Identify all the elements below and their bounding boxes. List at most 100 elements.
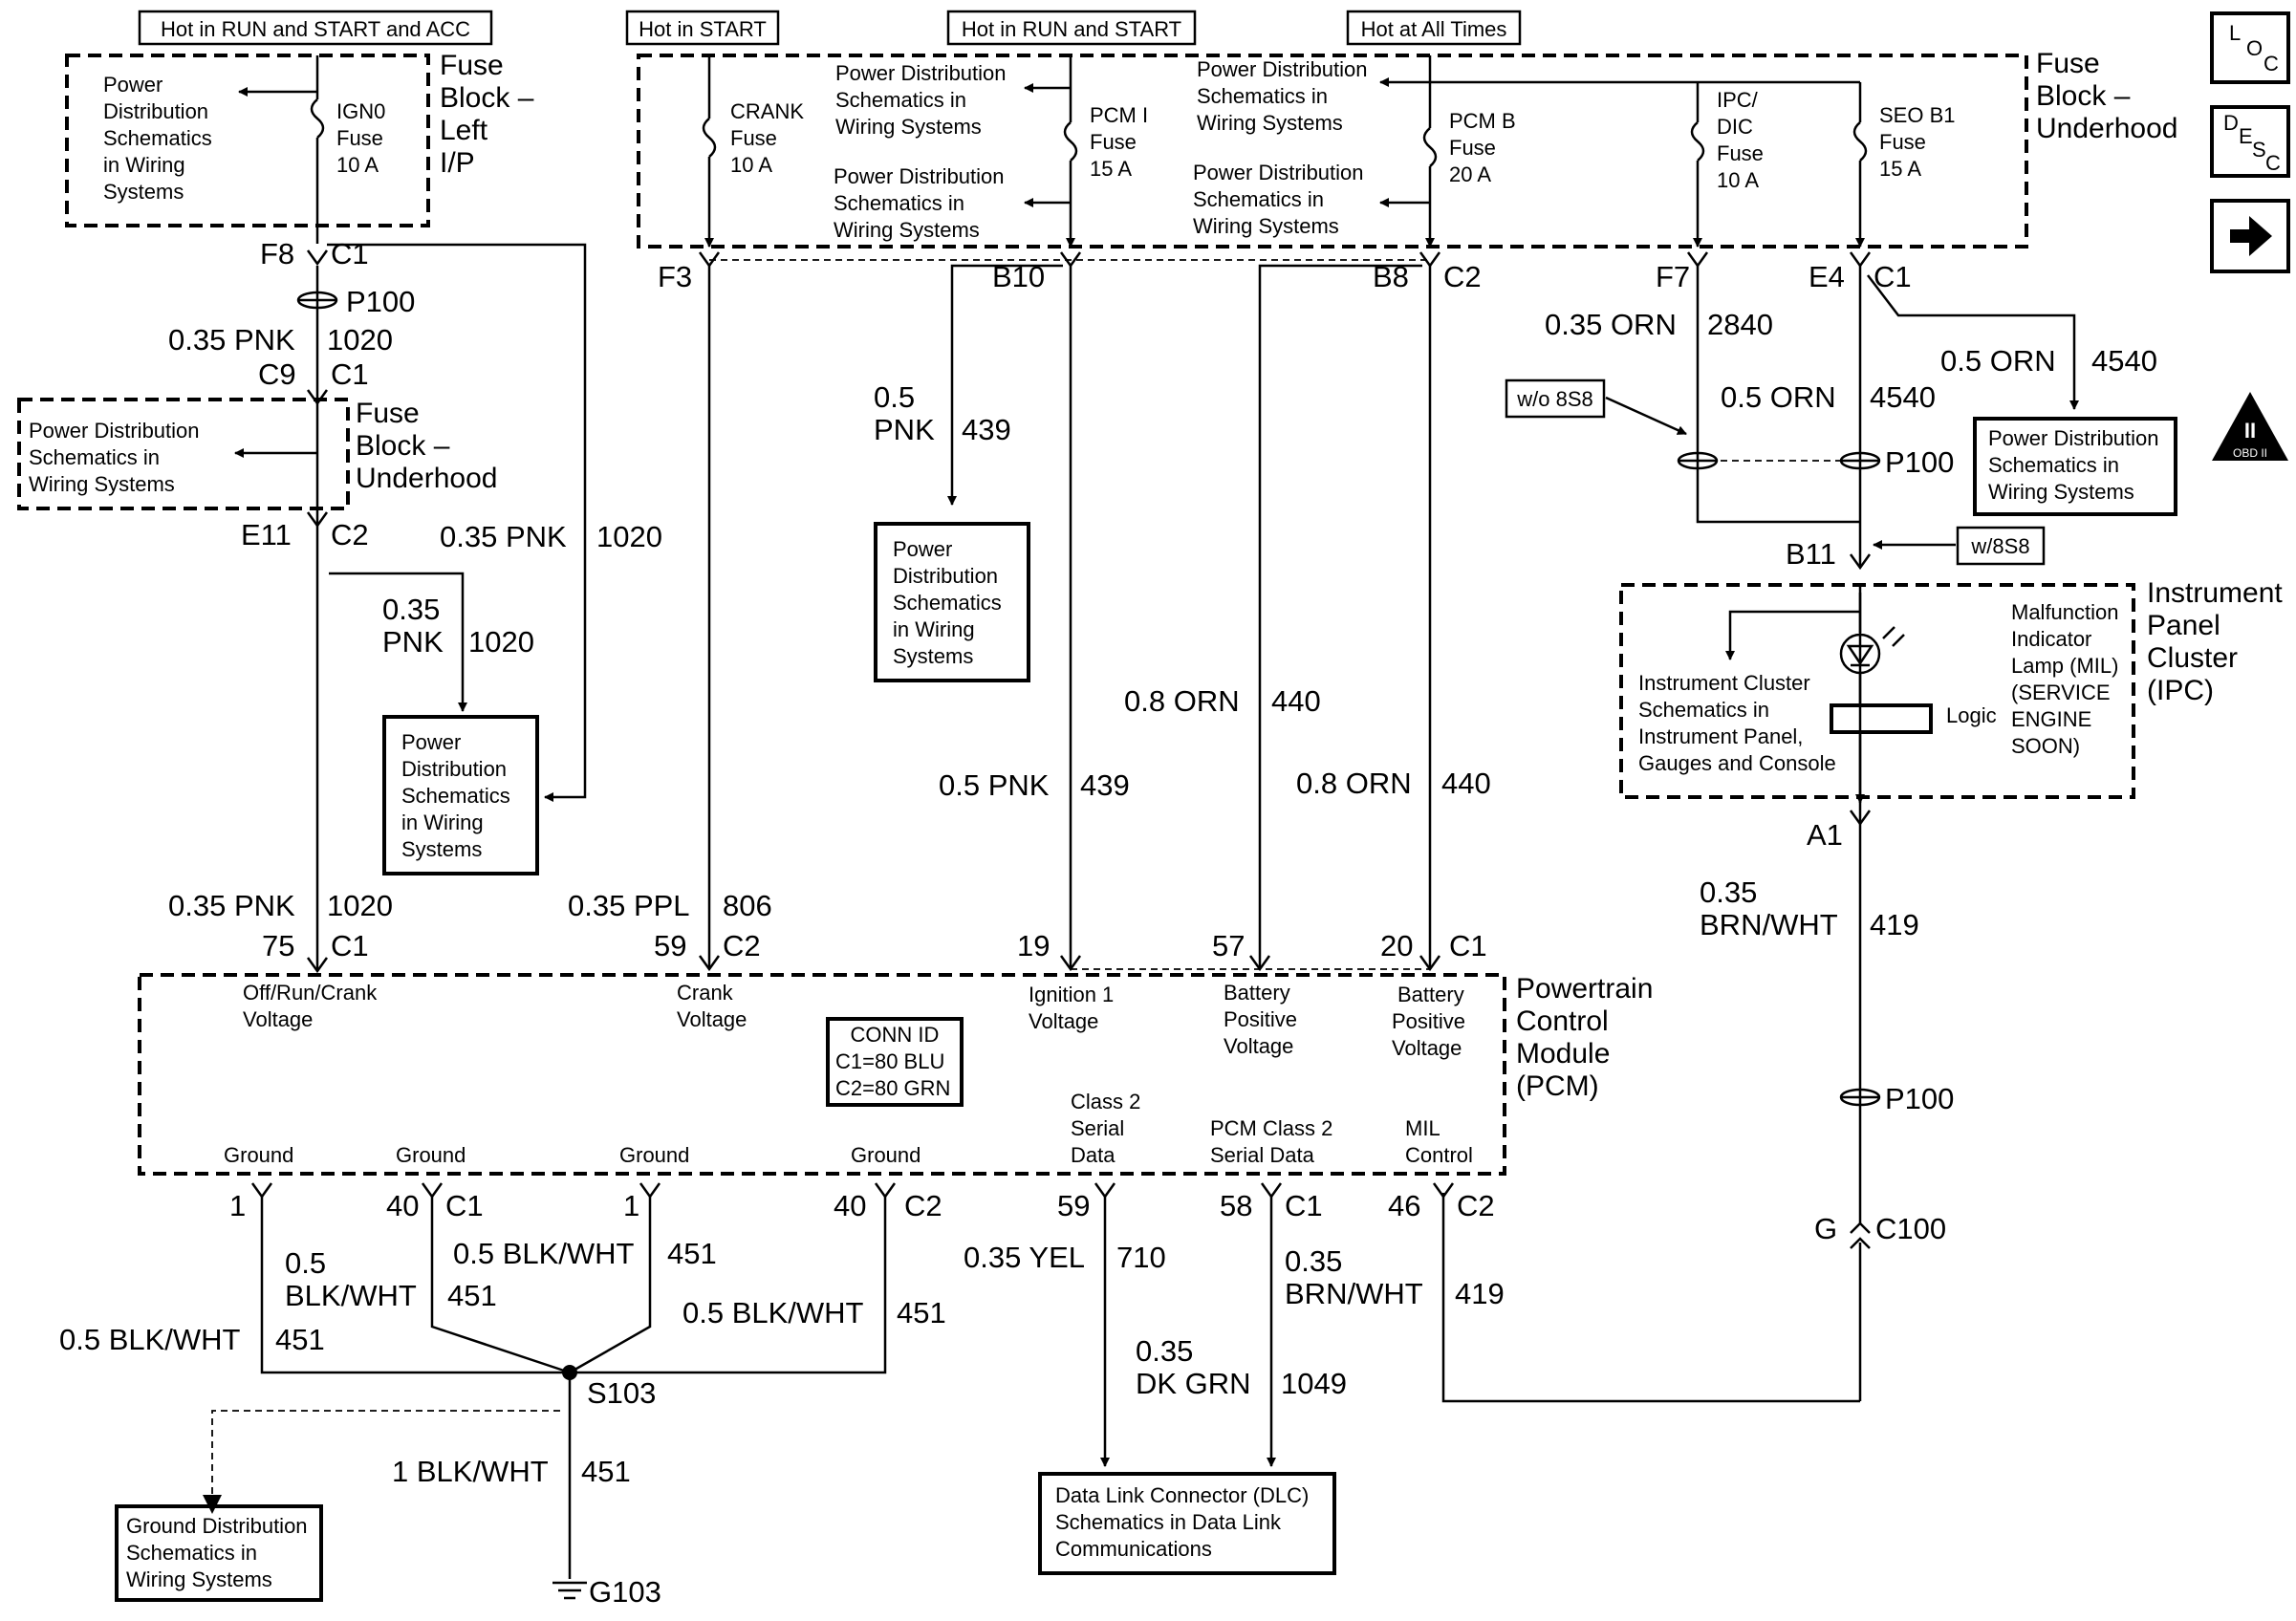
svg-text:40: 40 — [834, 1189, 866, 1222]
ref-ground-distribution[interactable]: Ground Distribution Schematics in Wiring… — [115, 1504, 323, 1602]
desc-button[interactable]: D E S C — [2210, 105, 2290, 178]
svg-text:Power Distribution: Power Distribution — [1197, 57, 1368, 81]
svg-text:20: 20 — [1380, 929, 1413, 962]
ref-power-distribution-mid[interactable]: Power Distribution Schematics in Wiring … — [874, 522, 1030, 682]
svg-text:O: O — [2246, 36, 2263, 60]
svg-text:S103: S103 — [587, 1376, 656, 1410]
instrument-panel-cluster: Instrument Panel Cluster (IPC) Instrumen… — [1619, 577, 2283, 804]
svg-text:Wiring Systems: Wiring Systems — [1988, 480, 2134, 504]
svg-text:Gauges and Console: Gauges and Console — [1638, 751, 1836, 775]
svg-text:P100: P100 — [1885, 1082, 1954, 1115]
svg-text:G103: G103 — [589, 1575, 661, 1609]
svg-text:Cluster: Cluster — [2147, 642, 2238, 674]
svg-text:Power Distribution: Power Distribution — [1988, 426, 2159, 450]
svg-text:C2: C2 — [1443, 260, 1482, 293]
svg-text:Ground: Ground — [619, 1143, 689, 1167]
svg-text:C: C — [2264, 52, 2279, 76]
svg-text:E4: E4 — [1809, 260, 1845, 293]
ref-data-link-connector[interactable]: Data Link Connector (DLC) Schematics in … — [1038, 1472, 1336, 1575]
svg-text:0.35 PPL: 0.35 PPL — [568, 889, 690, 922]
svg-text:0.35 PNK: 0.35 PNK — [168, 889, 295, 922]
svg-text:Left: Left — [440, 115, 488, 146]
svg-text:419: 419 — [1455, 1277, 1505, 1310]
svg-text:F7: F7 — [1656, 260, 1690, 293]
svg-text:75: 75 — [262, 929, 294, 962]
svg-text:10 A: 10 A — [730, 153, 772, 177]
svg-text:E11: E11 — [241, 518, 292, 551]
svg-text:0.8 ORN: 0.8 ORN — [1124, 684, 1240, 718]
svg-text:Fuse: Fuse — [1879, 130, 1926, 154]
svg-text:Logic: Logic — [1946, 703, 1997, 727]
svg-text:710: 710 — [1116, 1241, 1166, 1274]
svg-text:0.35: 0.35 — [382, 593, 440, 626]
pcm-module: Powertrain Control Module (PCM) CONN ID … — [138, 929, 1653, 1222]
svg-text:0.35: 0.35 — [1700, 875, 1757, 909]
svg-text:Wiring Systems: Wiring Systems — [835, 115, 982, 139]
svg-text:B11: B11 — [1786, 537, 1836, 571]
svg-text:S: S — [2252, 138, 2266, 162]
svg-text:451: 451 — [667, 1237, 717, 1270]
svg-text:Fuse: Fuse — [336, 126, 383, 150]
svg-text:Indicator: Indicator — [2011, 627, 2091, 651]
svg-text:Wiring Systems: Wiring Systems — [29, 472, 175, 496]
svg-text:F8: F8 — [260, 237, 294, 270]
svg-text:Schematics: Schematics — [401, 784, 510, 808]
svg-text:Schematics in: Schematics in — [1197, 84, 1328, 108]
svg-text:19: 19 — [1017, 929, 1050, 962]
svg-text:Underhood: Underhood — [356, 463, 497, 494]
svg-text:BRN/WHT: BRN/WHT — [1285, 1277, 1423, 1310]
svg-text:440: 440 — [1441, 767, 1491, 800]
svg-text:SOON): SOON) — [2011, 734, 2080, 758]
svg-text:C100: C100 — [1875, 1212, 1946, 1245]
svg-text:1020: 1020 — [596, 520, 662, 553]
arrow-right-icon — [2230, 216, 2272, 256]
ref-power-distribution-left[interactable]: Power Distribution Schematics in Wiring … — [382, 715, 539, 875]
loc-button[interactable]: L O C — [2210, 11, 2290, 84]
fuse-block-underhood-top: Fuse Block – Underhood CRANK Fuse 10 A P… — [637, 48, 2177, 249]
svg-text:Voltage: Voltage — [1224, 1034, 1293, 1058]
svg-text:Schematics in Data Link: Schematics in Data Link — [1055, 1510, 1282, 1534]
svg-text:Communications: Communications — [1055, 1537, 1212, 1561]
svg-text:Instrument Cluster: Instrument Cluster — [1638, 671, 1810, 695]
svg-text:Block –: Block – — [356, 430, 450, 462]
conn-id-box: CONN ID C1=80 BLU C2=80 GRN — [826, 1017, 964, 1107]
svg-text:40: 40 — [386, 1189, 419, 1222]
svg-text:Schematics in: Schematics in — [1638, 698, 1769, 722]
svg-text:Fuse: Fuse — [1717, 141, 1764, 165]
svg-text:1049: 1049 — [1281, 1367, 1347, 1400]
svg-text:Wiring Systems: Wiring Systems — [1197, 111, 1343, 135]
svg-text:Serial Data: Serial Data — [1210, 1143, 1315, 1167]
ground-icon — [552, 1581, 587, 1600]
svg-text:Voltage: Voltage — [1392, 1036, 1462, 1060]
svg-text:Ground: Ground — [851, 1143, 921, 1167]
svg-text:C9: C9 — [258, 357, 296, 391]
svg-text:G: G — [1814, 1212, 1837, 1245]
next-arrow-button[interactable] — [2210, 199, 2290, 273]
connector-labels: F8 C1 P100 C9 C1 E11 C2 F3 B10 B8 C2 F7 … — [241, 237, 1954, 1609]
svg-text:Systems: Systems — [893, 644, 973, 668]
svg-text:1020: 1020 — [468, 625, 534, 659]
svg-text:Schematics in: Schematics in — [1988, 453, 2119, 477]
svg-text:Wiring Systems: Wiring Systems — [126, 1567, 272, 1591]
svg-text:(PCM): (PCM) — [1516, 1070, 1599, 1102]
svg-text:419: 419 — [1870, 908, 1919, 941]
svg-text:D: D — [2223, 111, 2239, 135]
svg-text:BRN/WHT: BRN/WHT — [1700, 908, 1838, 941]
svg-text:2840: 2840 — [1707, 308, 1773, 341]
svg-text:806: 806 — [723, 889, 772, 922]
ref-power-distribution-right[interactable]: Power Distribution Schematics in Wiring … — [1973, 417, 2177, 516]
svg-text:0.35: 0.35 — [1285, 1244, 1342, 1278]
svg-text:0.5 ORN: 0.5 ORN — [1721, 380, 1836, 414]
svg-text:C1: C1 — [1874, 260, 1912, 293]
svg-text:Power: Power — [893, 537, 952, 561]
svg-text:Schematics in: Schematics in — [29, 445, 160, 469]
p100-splices — [296, 291, 1881, 1380]
svg-text:Schematics in: Schematics in — [835, 88, 966, 112]
svg-text:0.8 ORN: 0.8 ORN — [1296, 767, 1412, 800]
svg-text:Battery: Battery — [1397, 983, 1464, 1006]
svg-text:1: 1 — [623, 1189, 639, 1222]
svg-text:1: 1 — [229, 1189, 246, 1222]
svg-text:Schematics in: Schematics in — [1193, 187, 1324, 211]
svg-text:15 A: 15 A — [1879, 157, 1921, 181]
svg-text:10 A: 10 A — [336, 153, 379, 177]
